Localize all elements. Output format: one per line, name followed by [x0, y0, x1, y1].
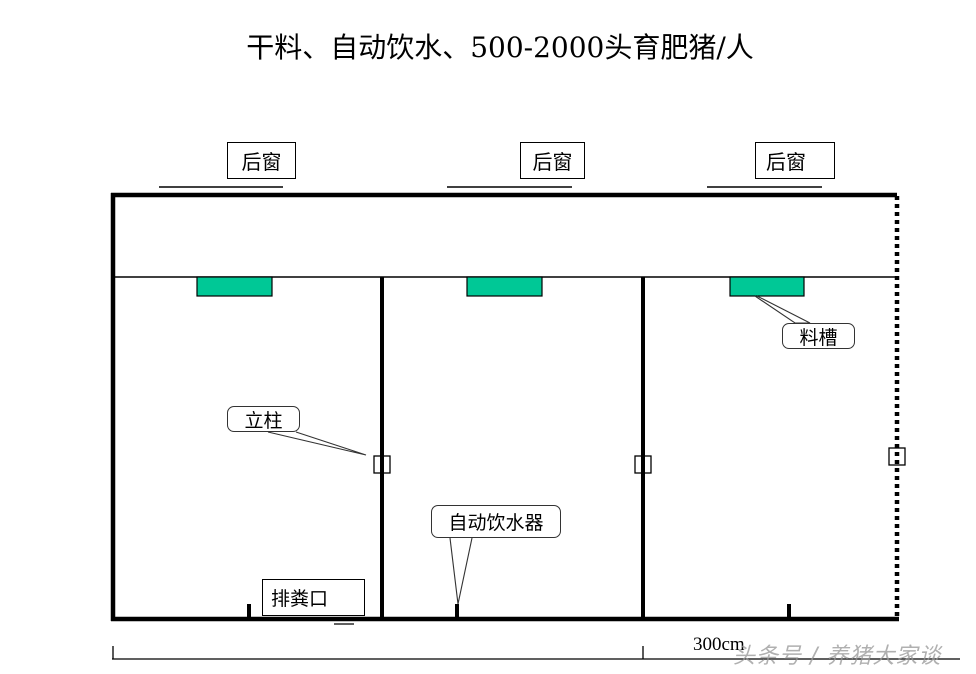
- drinker-pointer: [449, 537, 473, 605]
- drinker-callout: 自动饮水器: [431, 505, 561, 538]
- feed-trough-3: [729, 276, 805, 297]
- post-1: [373, 455, 391, 474]
- drain-label: 排粪口: [271, 588, 329, 610]
- feed-trough-callout: 料槽: [782, 323, 855, 349]
- post-3: [888, 447, 906, 466]
- post-callout: 立柱: [227, 406, 300, 432]
- rear-window-label-3: 后窗: [755, 142, 835, 179]
- drinker-marker-3: [787, 604, 791, 619]
- dimension-text: 300cm: [693, 634, 745, 655]
- post-pointer: [267, 431, 367, 456]
- feed-trough-label: 料槽: [799, 326, 838, 349]
- rear-window-text: 后窗: [532, 150, 573, 174]
- rear-window-text: 后窗: [241, 150, 282, 174]
- feed-trough-pointer: [754, 295, 811, 324]
- feed-trough-2: [466, 276, 543, 297]
- feed-trough-1: [196, 276, 273, 297]
- post-2: [634, 455, 652, 474]
- diagram-title: 干料、自动饮水、500-2000头育肥猪/人: [246, 31, 754, 64]
- drinker-marker-1: [247, 604, 251, 619]
- rear-window-label-1: 后窗: [227, 142, 296, 179]
- watermark: 头条号 / 养猪大家谈: [733, 644, 942, 669]
- drinker-marker-2: [455, 604, 459, 619]
- drinker-label: 自动饮水器: [448, 512, 544, 534]
- drain-label-box: 排粪口: [262, 579, 365, 616]
- post-label: 立柱: [244, 409, 283, 432]
- rear-window-label-2: 后窗: [520, 142, 585, 179]
- rear-window-text: 后窗: [766, 150, 806, 174]
